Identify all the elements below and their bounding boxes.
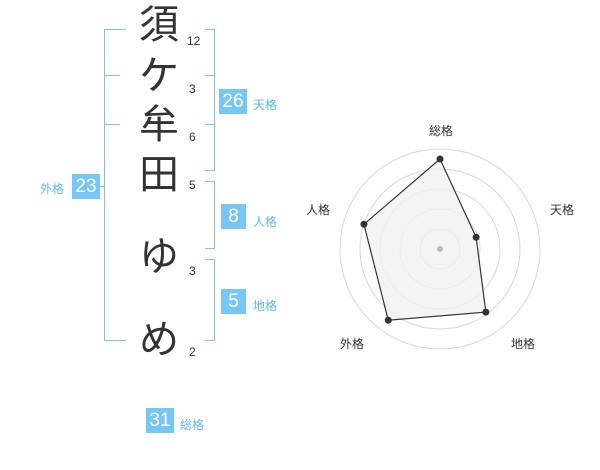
jinkaku-badge: 8 (221, 204, 246, 229)
radar-axis-label-tenkaku: 天格 (550, 203, 575, 217)
radar-axis-label-chikaku: 地格 (511, 337, 536, 351)
chikaku-badge: 5 (221, 289, 246, 314)
name-char-6: め (139, 317, 179, 363)
name-char-5: ゆ (139, 234, 179, 280)
name-char-2: ケ (139, 53, 179, 99)
tenkaku-label: 天格 (253, 98, 278, 112)
radar-axis-label-jinkaku: 人格 (306, 203, 331, 217)
name-char-3: 牟 (139, 102, 179, 148)
gaikaku-badge: 23 (72, 174, 100, 199)
stroke-count-3: 6 (189, 130, 196, 144)
radar-axis-label-gaikaku: 外格 (340, 337, 365, 351)
radar-grid-ring (339, 148, 541, 350)
bracket-tick (104, 75, 120, 76)
tenkaku-badge: 26 (219, 89, 247, 114)
radar-point-5 (360, 220, 368, 228)
gaikaku-label: 外格 (40, 182, 65, 196)
chikaku-bracket (205, 259, 215, 341)
name-char-4: 田 (139, 152, 179, 198)
bracket-tick (205, 124, 215, 125)
chikaku-label: 地格 (253, 299, 278, 313)
radar-center-dot (437, 246, 443, 252)
jinkaku-label: 人格 (253, 215, 278, 229)
stroke-count-2: 3 (189, 82, 196, 96)
name-char-1: 須 (139, 2, 179, 48)
tenkaku-bracket (205, 29, 215, 171)
gaikaku-bracket (104, 29, 126, 341)
radar-axis-label-soukaku: 総格 (429, 124, 454, 138)
gaikaku-connector (98, 186, 104, 187)
bracket-tick (205, 75, 215, 76)
stroke-count-5: 3 (189, 264, 196, 278)
radar-point-1 (436, 155, 444, 163)
radar-point-4 (384, 316, 392, 324)
radar-point-2 (472, 233, 480, 241)
bracket-tick (104, 124, 120, 125)
stroke-count-6: 2 (189, 345, 196, 359)
soukaku-badge: 31 (146, 408, 174, 433)
jinkaku-bracket (205, 181, 215, 249)
soukaku-label: 総格 (180, 418, 205, 432)
stroke-count-4: 5 (189, 178, 196, 192)
stroke-count-1: 12 (187, 34, 201, 48)
radar-value-polygon (363, 158, 487, 321)
radar-point-3 (482, 308, 490, 316)
